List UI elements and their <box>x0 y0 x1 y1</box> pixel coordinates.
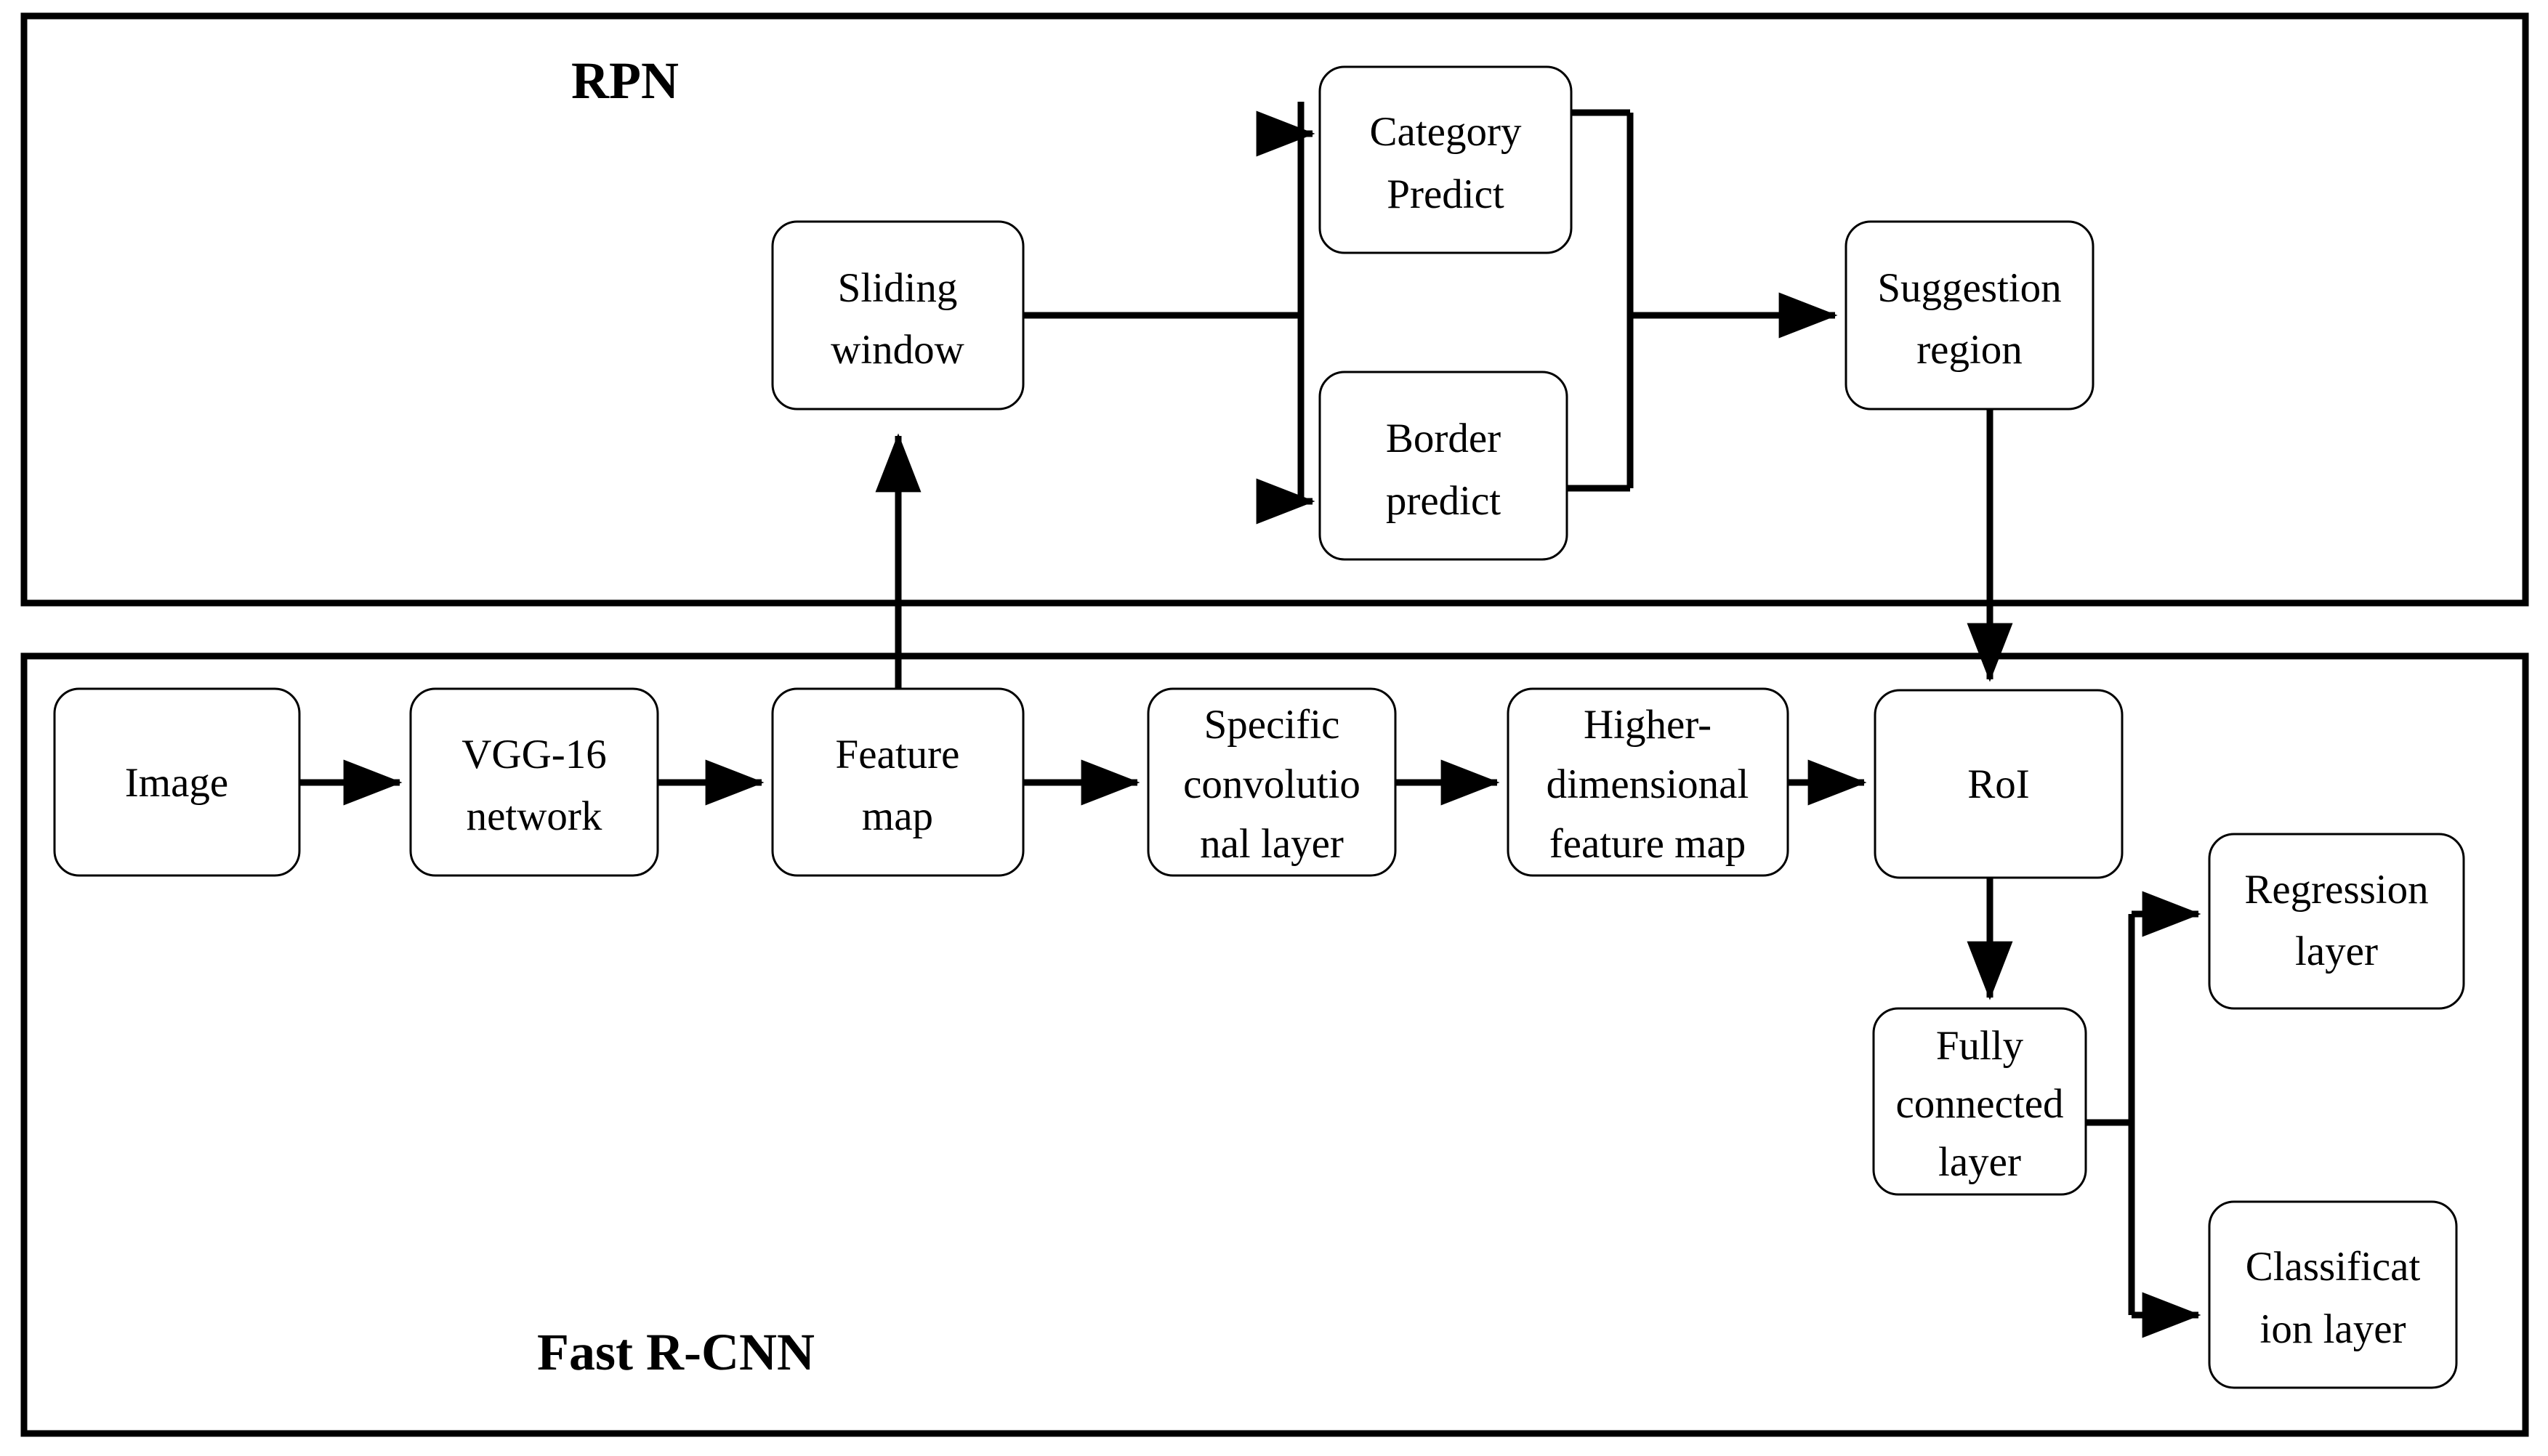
node-suggestion-region[interactable]: Suggestion region <box>1845 220 2095 410</box>
panel-title-fast-rcnn: Fast R-CNN <box>537 1323 815 1381</box>
node-fully-connected-layer[interactable]: Fully connected layer <box>1872 1007 2087 1196</box>
node-label-line: nal layer <box>1200 821 1344 867</box>
edge-sliding-window-to-predicts <box>1023 102 1315 525</box>
node-label-line: predict <box>1386 478 1501 524</box>
node-label-line: VGG-16 <box>461 732 606 777</box>
node-label-line: connected <box>1895 1081 2063 1127</box>
node-label-line: feature map <box>1549 821 1746 867</box>
node-roi[interactable]: RoI <box>1874 689 2124 879</box>
node-label-line: Border <box>1386 416 1501 461</box>
panel-title-rpn: RPN <box>571 52 679 110</box>
node-regression-layer[interactable]: Regression layer <box>2208 833 2465 1010</box>
node-label-line: Regression <box>2244 867 2428 913</box>
node-label-line: ion layer <box>2259 1306 2406 1352</box>
node-label-line: layer <box>1938 1139 2021 1185</box>
node-label-line: Classificat <box>2246 1244 2421 1290</box>
node-label-line: Higher- <box>1584 702 1712 748</box>
node-label-line: Sliding <box>838 265 958 311</box>
node-specific-conv-layer[interactable]: Specific convolutio nal layer <box>1147 687 1397 877</box>
node-label-line: dimensional <box>1547 761 1749 807</box>
node-label-line: layer <box>2295 929 2378 974</box>
node-label-line: window <box>831 327 964 373</box>
panel-rpn <box>20 12 2529 607</box>
node-label-line: Feature <box>836 732 960 777</box>
node-feature-map[interactable]: Feature map <box>771 687 1025 877</box>
node-label-line: map <box>862 793 933 839</box>
node-label-line: Predict <box>1387 171 1504 217</box>
edge-fully-connected-to-outputs <box>2086 891 2201 1338</box>
node-category-predict[interactable]: Category Predict <box>1318 65 1573 254</box>
node-label-line: region <box>1916 327 2023 373</box>
node-label-line: convolutio <box>1183 761 1360 807</box>
node-image[interactable]: Image <box>53 687 301 877</box>
edge-predicts-to-suggestion-region <box>1567 109 1838 492</box>
node-label-line: Category <box>1370 109 1522 155</box>
node-label-line: Suggestion <box>1877 265 2061 311</box>
node-vgg16-network[interactable]: VGG-16 network <box>409 687 659 877</box>
node-label-line: network <box>467 793 602 839</box>
node-border-predict[interactable]: Border predict <box>1318 371 1568 561</box>
node-classification-layer[interactable]: Classificat ion layer <box>2208 1200 2458 1389</box>
node-label-line: Image <box>125 760 228 806</box>
panel-fast-rcnn <box>20 652 2529 1437</box>
node-label-line: RoI <box>1967 761 2030 807</box>
node-label-line: Specific <box>1204 702 1340 748</box>
node-sliding-window[interactable]: Sliding window <box>771 220 1025 410</box>
node-label-line: Fully <box>1936 1023 2024 1069</box>
node-higher-dim-feature-map[interactable]: Higher- dimensional feature map <box>1507 687 1789 877</box>
